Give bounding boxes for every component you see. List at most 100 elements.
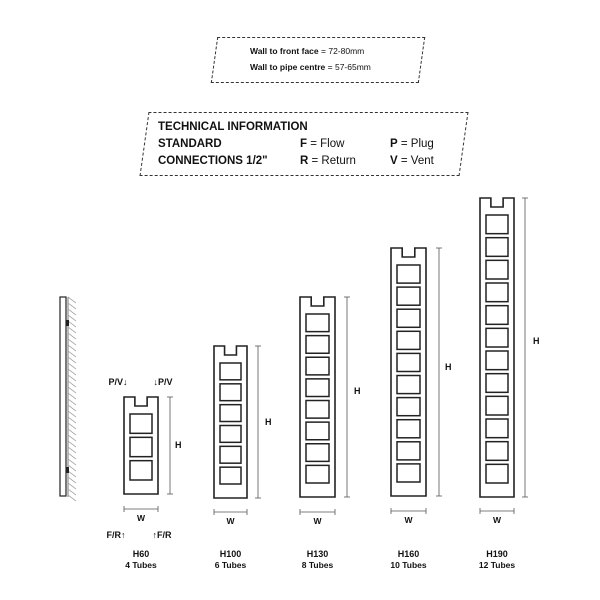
- model-label: H160: [398, 549, 420, 559]
- legend-flow-value: = Flow: [310, 138, 345, 150]
- wall-hatch: [67, 326, 77, 334]
- radiator-window: [305, 443, 330, 463]
- width-label: W: [493, 515, 502, 525]
- pv-right-label: ↓P/V: [153, 377, 172, 387]
- wall-hatch: [67, 338, 77, 346]
- tubes-label: 12 Tubes: [479, 560, 515, 570]
- wall-hatch: [67, 392, 77, 400]
- wall-pipe-value: = 57-65mm: [327, 62, 371, 72]
- wall-hatch: [67, 386, 77, 394]
- radiator-window: [485, 304, 509, 326]
- wall-front-value: = 72-80mm: [321, 46, 365, 56]
- radiator-window: [305, 313, 330, 333]
- radiator-window: [396, 308, 421, 329]
- legend-flow: F = Flow: [300, 138, 345, 151]
- wall-hatch: [67, 398, 77, 406]
- legend-vent-key: V: [390, 155, 398, 167]
- tech-title: TECHNICAL INFORMATION: [158, 121, 308, 133]
- wall-hatch: [67, 482, 77, 490]
- wall-hatch: [67, 494, 77, 502]
- radiator-window: [485, 282, 509, 303]
- side-bracket-top: [66, 320, 69, 326]
- radiator-window: [305, 334, 330, 354]
- wall-hatch: [67, 464, 77, 472]
- radiator-window: [219, 383, 242, 402]
- wall-hatch: [67, 344, 77, 352]
- radiator-window: [396, 264, 421, 284]
- height-label: H: [265, 417, 272, 427]
- wall-hatch: [67, 362, 77, 370]
- height-label: H: [354, 386, 361, 396]
- radiator-window: [485, 259, 509, 280]
- legend-plug-value: = Plug: [400, 138, 434, 150]
- wall-hatch: [67, 320, 77, 328]
- wall-hatch: [67, 458, 77, 466]
- model-label: H130: [307, 549, 329, 559]
- wall-pipe-label: Wall to pipe centre: [250, 62, 326, 72]
- radiator-window: [485, 327, 509, 348]
- radiator-window: [485, 395, 509, 416]
- width-label: W: [137, 513, 146, 523]
- tubes-label: 8 Tubes: [302, 560, 334, 570]
- radiator-window: [305, 464, 330, 484]
- wall-hatch: [67, 488, 77, 496]
- width-label: W: [313, 516, 322, 526]
- wall-hatch: [67, 452, 77, 460]
- tubes-label: 10 Tubes: [390, 560, 426, 570]
- wall-hatch: [67, 350, 77, 358]
- radiator-window: [485, 372, 509, 394]
- radiator-window: [305, 421, 330, 441]
- height-label: H: [175, 440, 182, 450]
- wall-hatch: [67, 422, 77, 430]
- wall-hatch: [67, 332, 77, 340]
- wall-hatch: [67, 404, 77, 412]
- radiator-window: [396, 330, 421, 351]
- radiator-window: [305, 356, 330, 376]
- tubes-label: 6 Tubes: [215, 560, 247, 570]
- radiator-window: [396, 352, 421, 373]
- model-label: H60: [133, 549, 150, 559]
- side-bracket-bottom: [66, 467, 69, 473]
- wall-hatch: [67, 470, 77, 478]
- legend-vent: V = Vent: [390, 155, 434, 168]
- tubes-label: 4 Tubes: [125, 560, 157, 570]
- width-label: W: [404, 515, 413, 525]
- width-label: W: [226, 516, 235, 526]
- radiator-window: [485, 214, 509, 235]
- wall-pipe-row: Wall to pipe centre = 57-65mm: [250, 63, 371, 72]
- legend-plug-key: P: [390, 138, 398, 150]
- radiator-window: [396, 418, 421, 439]
- height-label: H: [533, 336, 540, 346]
- wall-hatch: [67, 374, 77, 382]
- fr-right-label: ↑F/R: [153, 530, 172, 540]
- radiator-window: [219, 424, 242, 444]
- tech-connections: CONNECTIONS 1/2": [158, 155, 268, 167]
- wall-hatch: [67, 308, 77, 316]
- wall-hatch: [67, 476, 77, 484]
- legend-return-key: R: [300, 155, 309, 167]
- radiator-window: [305, 378, 330, 398]
- side-profile-radiator: [59, 296, 67, 497]
- radiator-window: [219, 362, 242, 381]
- radiator-window: [219, 445, 242, 464]
- model-label: H100: [220, 549, 242, 559]
- radiator-window: [219, 403, 242, 423]
- radiator-window: [485, 418, 509, 439]
- wall-hatch: [67, 434, 77, 442]
- height-label: H: [445, 362, 452, 372]
- radiator-window: [129, 413, 153, 435]
- radiator-window: [219, 466, 242, 485]
- tech-standard: STANDARD: [158, 138, 222, 150]
- wall-hatch: [67, 428, 77, 436]
- legend-plug: P = Plug: [390, 138, 434, 151]
- wall-hatch: [67, 410, 77, 418]
- wall-hatch: [67, 380, 77, 388]
- wall-hatch: [67, 416, 77, 424]
- model-label: H190: [486, 549, 508, 559]
- radiator-window: [485, 236, 509, 258]
- wall-hatch: [67, 368, 77, 376]
- legend-return-value: = Return: [311, 155, 356, 167]
- radiator-window: [396, 286, 421, 306]
- wall-hatch: [67, 296, 77, 304]
- wall-hatch: [67, 356, 77, 364]
